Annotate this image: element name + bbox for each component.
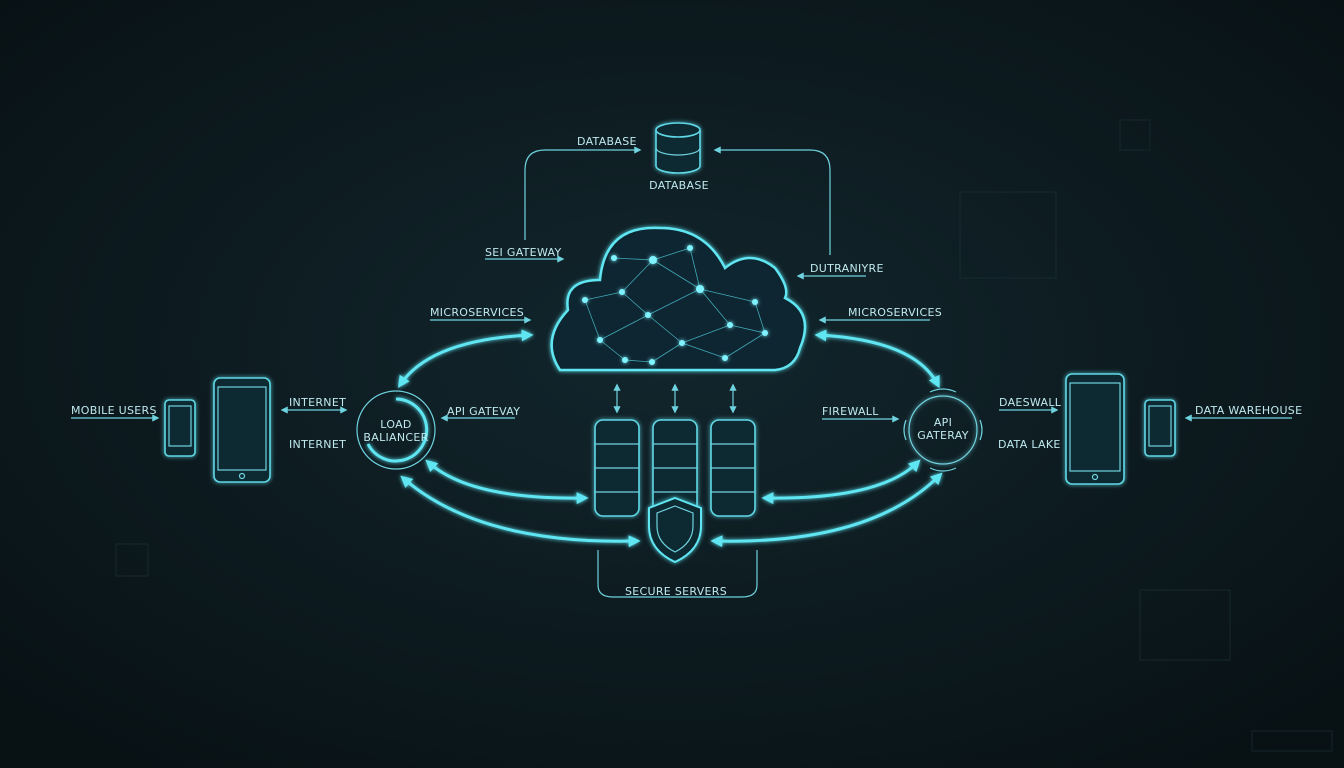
- daeswall-label: DAESWALL: [999, 396, 1062, 409]
- smartphone-icon[interactable]: [164, 399, 196, 457]
- load-balancer-icon[interactable]: LOAD BALIANCER: [356, 390, 436, 470]
- api-gateway-line1: API: [934, 416, 952, 429]
- secure-servers-bracket: [597, 550, 758, 598]
- database-right-connector: [713, 146, 831, 255]
- flow-arrows: [275, 329, 1062, 548]
- api-gatevay-label: API GATEVAY: [447, 405, 520, 418]
- load-balancer-line1: LOAD: [380, 418, 411, 431]
- load-balancer-line2: BALIANCER: [363, 431, 428, 444]
- tablet-icon-right[interactable]: [1065, 373, 1125, 485]
- mobile-users-label: MOBILE USERS: [71, 404, 157, 417]
- database-icon: [655, 122, 701, 174]
- secure-servers-label: SECURE SERVERS: [625, 585, 727, 598]
- database-label-top: DATABASE: [577, 135, 637, 148]
- microservices-left-label: MICROSERVICES: [430, 306, 524, 319]
- database-caption: DATABASE: [649, 179, 709, 192]
- data-warehouse-label: DATA WAREHOUSE: [1195, 404, 1302, 417]
- shield-inner: [656, 505, 694, 553]
- shield-icon: [648, 496, 702, 564]
- firewall-label: FIREWALL: [822, 405, 879, 418]
- dutranyre-label: DUTRANIYRE: [810, 262, 884, 275]
- sei-gateway-label: SEI GATEWAY: [485, 246, 562, 259]
- api-gateway-line2: GATERAY: [917, 429, 969, 442]
- background-decor: [115, 119, 1333, 752]
- api-gateway-icon[interactable]: API GATERAY: [903, 388, 983, 472]
- data-lake-label: DATA LAKE: [998, 438, 1061, 451]
- internet-bottom-label: INTERNET: [289, 438, 346, 451]
- microservices-right-label: MICROSERVICES: [848, 306, 942, 319]
- cloud-server-links: [613, 383, 737, 414]
- database-left-connector: [524, 146, 642, 240]
- smartphone-icon-right[interactable]: [1144, 399, 1176, 457]
- cloud-network-icon: [550, 226, 807, 372]
- tablet-icon[interactable]: [213, 377, 271, 483]
- internet-top-label: INTERNET: [289, 396, 346, 409]
